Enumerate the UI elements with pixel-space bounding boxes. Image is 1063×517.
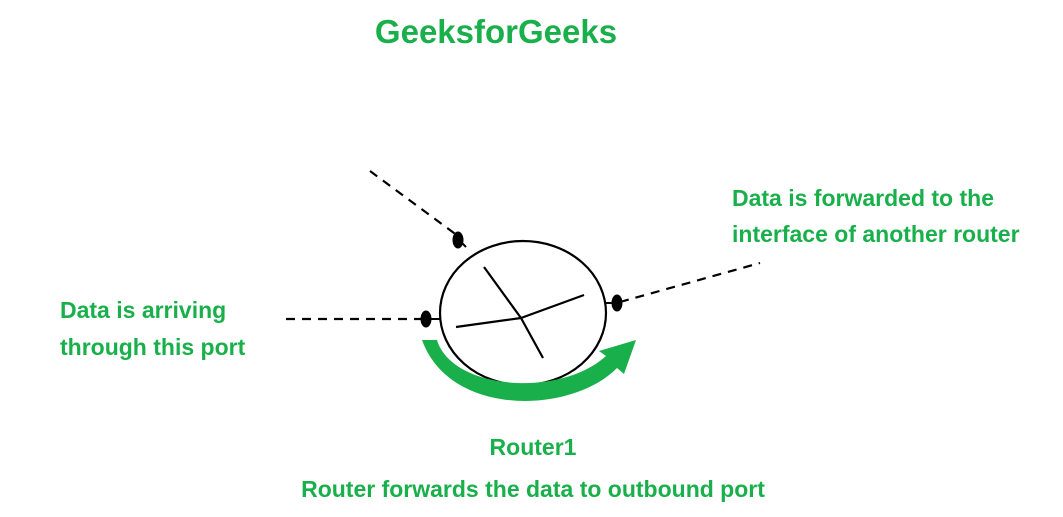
router-body[interactable] — [438, 239, 608, 387]
outgoing-label-line-2: interface of another router — [732, 221, 1020, 247]
top-port[interactable] — [452, 231, 464, 249]
forwarding-arrow-icon — [422, 340, 636, 401]
right-port[interactable] — [611, 294, 623, 312]
top-link-dashed — [369, 170, 459, 237]
incoming-label-line-2: through this port — [60, 334, 246, 360]
outgoing-data-label: Data is forwarded to the interface of an… — [732, 180, 1020, 252]
incoming-data-label: Data is arriving through this port — [60, 292, 245, 366]
page-title: GeeksforGeeks — [374, 13, 618, 50]
outgoing-label-line-1: Data is forwarded to the — [732, 185, 994, 211]
left-port[interactable] — [420, 310, 432, 328]
router-name: Router1 — [489, 434, 577, 460]
router-symbol-icon — [455, 266, 585, 359]
diagram-caption: Router forwards the data to outbound por… — [301, 476, 765, 502]
incoming-label-line-1: Data is arriving — [60, 297, 227, 323]
right-link-dashed — [619, 261, 761, 304]
